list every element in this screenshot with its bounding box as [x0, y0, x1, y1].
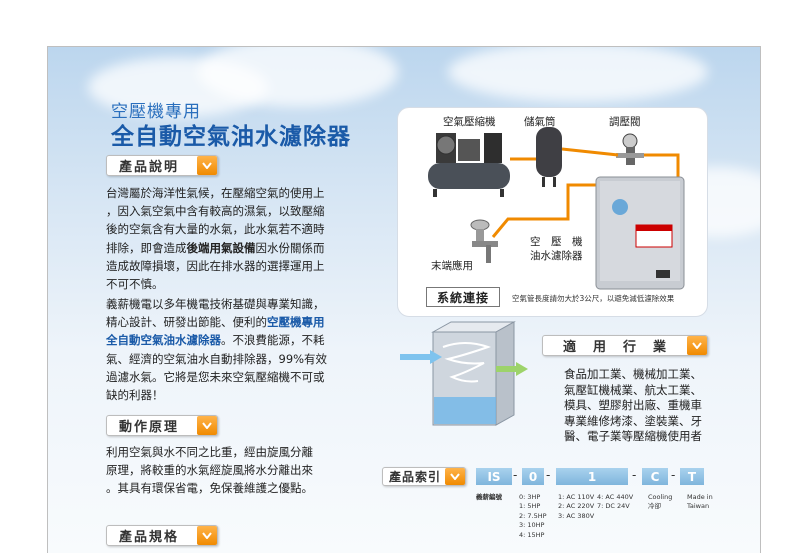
brochure-page: 空壓機專用 全自動空氣油水濾除器 產品說明 台灣屬於海洋性氣候，在壓縮空氣的使用… [47, 46, 761, 553]
text-line: 台灣屬於海洋性氣候，在壓縮空氣的使用上 [106, 186, 325, 200]
code-segment-voltage: 1 [556, 468, 628, 485]
text-line: 不可不慎。 [106, 277, 164, 292]
text-line: 原理，將較重的水氣經旋風將水分離出來 [106, 463, 313, 478]
highlight-phrase: 全自動空氣油水濾除器 [106, 333, 221, 348]
label-compressor: 空氣壓縮機 [443, 116, 496, 128]
code-separator: - [546, 468, 551, 482]
text-line: 。其具有環保省電，免保養維護之優點。 [106, 481, 313, 496]
label-filter: 空 壓 機 [530, 236, 583, 248]
text-line: 全自動空氣油水濾除器。不浪費能源，不耗 [106, 333, 325, 348]
text-line: 利用空氣與水不同之比重，經由旋風分離 [106, 445, 313, 459]
code-segment-hp: 0 [522, 468, 544, 485]
chevron-down-icon [197, 526, 217, 545]
description-paragraph-2: 義薪機電以多年機電技術基礎與專業知識， 精心設計、研發出節能、便利的空壓機專用 … [106, 295, 368, 404]
text-line: 模具、塑膠射出廠、重機車 [564, 398, 702, 412]
chevron-down-icon [197, 156, 217, 175]
text-line: 過濾水氣。它將是您未來空氣壓縮機不可或 [106, 369, 325, 384]
product-subtitle: 空壓機專用 [111, 102, 201, 122]
text-line: 後的空氣含有大量的水氣，此水氣若不適時 [106, 222, 325, 237]
voltage-options-col2: 4: AC 440V 7: DC 24V [597, 493, 634, 511]
description-paragraph-1: 台灣屬於海洋性氣候，在壓縮空氣的使用上 ，因入氣空氣中含有較高的濕氣，以致壓縮 … [106, 184, 366, 293]
section-tag-applications: 適 用 行 業 [542, 335, 708, 356]
voltage-options-col1: 1: AC 110V 2: AC 220V 3: AC 380V [558, 493, 595, 520]
text-line: 專業維修烤漆、塗裝業、牙 [564, 413, 702, 428]
section-tag-description: 產品說明 [106, 155, 218, 176]
code-separator: - [671, 468, 676, 482]
bold-phrase: 後端用氣設備 [186, 240, 256, 255]
text-line: 醫、電子業等壓縮機使用者 [564, 429, 702, 443]
text-line: 排除，即會造成後端用氣設備因水份關係而 [106, 240, 325, 255]
text-line: 食品加工業、機械加工業、 [564, 367, 702, 381]
text-line: 精心設計、研發出節能、便利的空壓機專用 [106, 315, 325, 330]
section-label: 產品索引 [389, 470, 442, 484]
cloud-decoration [198, 47, 398, 107]
text-line: 義薪機電以多年機電技術基礎與專業知識， [106, 297, 325, 311]
system-diagram-panel [397, 107, 708, 317]
section-tag-principle: 動作原理 [106, 415, 218, 436]
text-line: 造成故障損壞，因此在排水器的選擇運用上 [106, 258, 325, 273]
section-tag-specs: 產品規格 [106, 525, 218, 546]
code-segment-origin: T [680, 468, 704, 485]
text-line: 氣、經濟的空氣油水自動排除器，99%有效 [106, 351, 328, 366]
chevron-down-icon [687, 336, 707, 355]
principle-paragraph: 利用空氣與水不同之比重，經由旋風分離 原理，將較重的水氣經旋風將水分離出來 。其… [106, 443, 368, 498]
text-line: 氣壓缸機械業、航太工業、 [564, 382, 702, 397]
label-tank: 儲氣筒 [524, 116, 556, 128]
system-note: 空氣管長度請勿大於3公尺，以避免減低濾除效果 [512, 294, 675, 303]
section-label: 產品說明 [119, 160, 180, 175]
chevron-down-icon [445, 468, 465, 485]
hp-options: 0: 3HP 1: 5HP 2: 7.5HP 3: 10HP 4: 15HP [519, 493, 547, 539]
section-label: 動作原理 [119, 420, 180, 435]
label-end-use: 末端應用 [431, 260, 473, 272]
label-filter: 油水濾除器 [530, 250, 583, 262]
product-title: 全自動空氣油水濾除器 [111, 124, 351, 150]
cooling-option: Cooling 冷卻 [648, 493, 673, 511]
section-label: 適 用 行 業 [563, 340, 669, 355]
cyclone-filter-illustration [400, 321, 528, 426]
applications-text: 食品加工業、機械加工業、 氣壓缸機械業、航太工業、 模具、塑膠射出廠、重機車 專… [564, 367, 724, 445]
text-line: 缺的利器！ [106, 388, 164, 403]
section-label: 產品規格 [119, 530, 180, 545]
text-line: ，因入氣空氣中含有較高的濕氣，以致壓縮 [106, 204, 325, 219]
highlight-phrase: 空壓機專用 [267, 315, 325, 330]
code-separator: - [632, 468, 637, 482]
code-caption: 義薪編號 [476, 493, 502, 501]
system-connection-label: 系統連接 [426, 287, 500, 307]
made-in-option: Made in Taiwan [687, 493, 713, 511]
cloud-decoration [448, 47, 708, 102]
code-segment-is: IS [476, 468, 512, 485]
label-regulator: 調壓閥 [609, 116, 641, 128]
code-separator: - [513, 468, 518, 482]
code-segment-cooling: C [642, 468, 668, 485]
chevron-down-icon [197, 416, 217, 435]
section-tag-product-index: 產品索引 [382, 467, 466, 486]
